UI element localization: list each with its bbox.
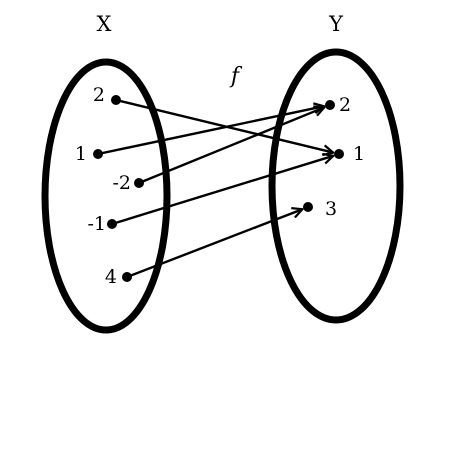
codomain-element-label: 1 xyxy=(353,143,365,165)
domain-element-label: 2 xyxy=(93,84,105,106)
codomain-element-label: 2 xyxy=(339,94,351,116)
domain-element-label: -2 xyxy=(112,172,131,194)
domain-element: -2 xyxy=(112,172,144,194)
codomain-point xyxy=(325,100,335,110)
domain-element-label: 4 xyxy=(105,266,117,288)
function-label: f xyxy=(229,64,243,89)
codomain-element-label: 3 xyxy=(325,198,337,220)
mapping-arrow xyxy=(111,156,333,226)
domain-element: 1 xyxy=(75,143,103,165)
codomain-element: 2 xyxy=(325,94,351,116)
mapping-arrow xyxy=(97,106,324,156)
domain-element-label: 1 xyxy=(75,143,87,165)
codomain-element: 1 xyxy=(334,143,365,165)
domain-point xyxy=(134,178,144,188)
domain-element: 4 xyxy=(105,266,132,288)
domain-point xyxy=(122,272,132,282)
codomain-set-ellipse xyxy=(268,48,404,324)
domain-element: -1 xyxy=(87,213,117,235)
domain-point xyxy=(93,149,103,159)
domain-title: X xyxy=(97,12,112,36)
domain-point xyxy=(111,95,121,105)
codomain-point xyxy=(303,202,313,212)
mapping-arrow xyxy=(138,107,324,185)
codomain-title: Y xyxy=(328,12,344,36)
mapping-arrow xyxy=(126,209,302,279)
mapping-arrows xyxy=(97,98,333,279)
domain-set-ellipse xyxy=(41,58,171,334)
codomain-element: 3 xyxy=(303,198,337,220)
domain-element: 2 xyxy=(93,84,121,106)
codomain-point xyxy=(334,149,344,159)
domain-element-label: -1 xyxy=(87,213,106,235)
domain-point xyxy=(107,219,117,229)
